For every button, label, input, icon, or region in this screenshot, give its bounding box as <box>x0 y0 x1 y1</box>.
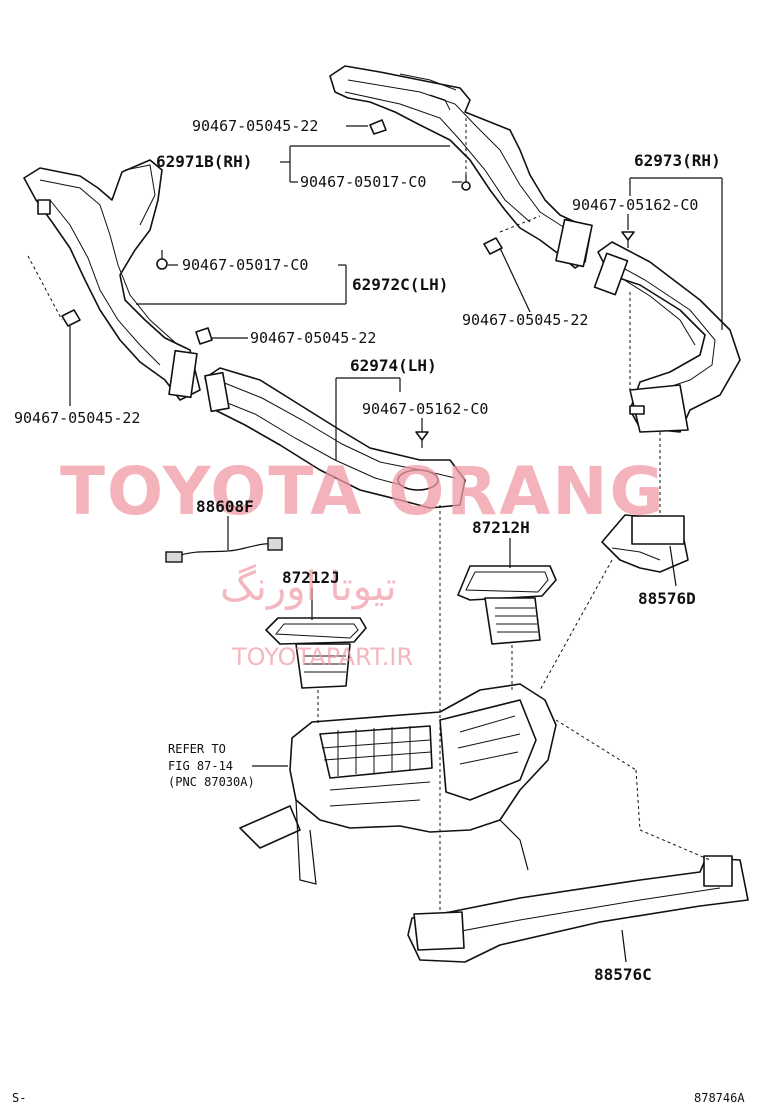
duct-88576c-drawing <box>407 855 749 963</box>
footer-right: 878746A <box>694 1091 745 1105</box>
leader-lines <box>69 125 723 963</box>
label-duct-62971b: 62971B(RH) <box>156 152 252 171</box>
watermark-main: TOYOTA ORANG <box>60 453 666 530</box>
duct-88576d-drawing <box>601 514 689 573</box>
label-duct-62974: 62974(LH) <box>350 356 437 375</box>
watermark-site: TOYOTAPART.IR <box>231 643 413 671</box>
label-bolt-22-top: 90467-05045-22 <box>192 117 318 135</box>
watermark-persian: تیوتا اورنگ <box>220 564 397 610</box>
wire-88608f-drawing <box>165 537 283 563</box>
label-screw-c0-mid: 90467-05162-C0 <box>362 400 488 418</box>
label-register-87212h: 87212H <box>472 518 530 537</box>
label-refer-line2: FIG 87-14 <box>168 759 233 773</box>
register-87212j-drawing <box>265 617 367 689</box>
label-duct-88576d: 88576D <box>638 589 696 608</box>
ac-unit-drawing <box>239 683 557 885</box>
duct-62971b-drawing <box>329 65 593 269</box>
label-clip-c0-top: 90467-05017-C0 <box>300 173 426 191</box>
duct-62973-drawing <box>593 241 741 433</box>
label-duct-62973: 62973(RH) <box>634 151 721 170</box>
duct-62974-drawing <box>204 367 466 509</box>
register-87212h-drawing <box>457 565 557 645</box>
duct-62972c-drawing <box>23 159 201 401</box>
label-bolt-22-mid: 90467-05045-22 <box>250 329 376 347</box>
label-clip-c0-left: 90467-05017-C0 <box>182 256 308 274</box>
label-screw-c0-right: 90467-05162-C0 <box>572 196 698 214</box>
label-register-87212j: 87212J <box>282 568 340 587</box>
label-bolt-22-left: 90467-05045-22 <box>14 409 140 427</box>
footer-left: S- <box>12 1091 26 1105</box>
label-refer-line1: REFER TO <box>168 742 226 756</box>
guide-lines <box>27 118 711 912</box>
label-wire-88608f: 88608F <box>196 497 254 516</box>
label-duct-62972c: 62972C(LH) <box>352 275 448 294</box>
label-refer-line3: (PNC 87030A) <box>168 775 255 789</box>
label-bolt-22-right: 90467-05045-22 <box>462 311 588 329</box>
label-duct-88576c: 88576C <box>594 965 652 984</box>
